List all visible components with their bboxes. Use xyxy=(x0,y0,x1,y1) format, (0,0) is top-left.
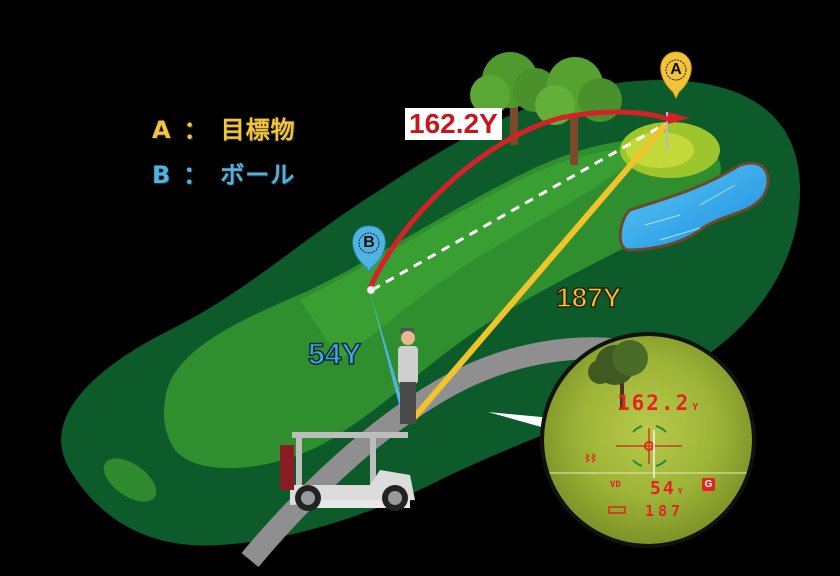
line-player-to-target xyxy=(409,123,668,422)
golfer xyxy=(398,328,418,424)
legend-ball: B：ボール xyxy=(152,161,296,189)
trees xyxy=(470,52,622,165)
distance-ball-to-target: 162.2Y xyxy=(405,108,502,140)
legend-ball-label: ボール xyxy=(220,161,296,189)
line-ball-to-target xyxy=(371,122,666,292)
fairway-highlight xyxy=(300,148,650,360)
legend-target: A：目標物 xyxy=(152,116,296,144)
green-center xyxy=(626,132,694,168)
tee-box xyxy=(103,458,157,502)
ball-pin-icon xyxy=(352,225,386,274)
legend-target-label: 目標物 xyxy=(220,116,296,144)
legend-ball-key: B xyxy=(152,161,172,189)
scope-mode-badge: G xyxy=(702,478,715,491)
arc-ball-to-target xyxy=(367,109,671,290)
crosshair-icon xyxy=(616,425,682,467)
battery-icon xyxy=(608,506,626,514)
target-pin-icon xyxy=(660,51,692,100)
target-pin-letter: A xyxy=(670,61,682,78)
golf-ball xyxy=(366,285,376,295)
rangefinder-view xyxy=(544,336,752,544)
scope-callout-pointer xyxy=(488,412,552,430)
scope-mode-label: VD xyxy=(610,480,621,490)
distance-player-to-ball: 54Y xyxy=(307,337,362,372)
scope-total-distance: 187 xyxy=(645,502,685,520)
distance-player-to-target: 187Y xyxy=(555,281,622,314)
cart-path xyxy=(241,337,622,568)
golf-cart xyxy=(280,432,415,511)
vibration-icon xyxy=(584,453,597,463)
legend-target-key: A xyxy=(152,116,172,144)
line-player-to-ball xyxy=(370,292,408,420)
water-ripples xyxy=(644,184,736,241)
water-hazard xyxy=(618,161,770,252)
ball-pin-letter: B xyxy=(363,234,375,251)
